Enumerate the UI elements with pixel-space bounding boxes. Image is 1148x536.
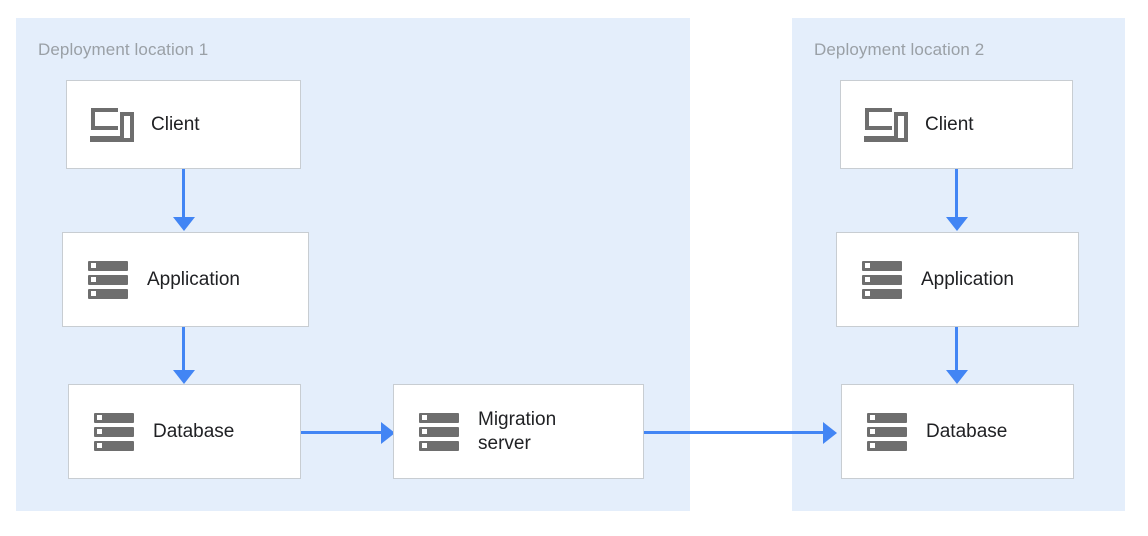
server-icon [864,411,910,453]
zone-label-deployment-location-1: Deployment location 1 [38,40,209,59]
arrow-client2-to-application2 [945,168,968,231]
arrowhead-right-icon [381,421,395,444]
node-database-1[interactable]: Database [68,384,301,479]
arrow-client1-to-application1 [172,168,195,231]
arrowhead-down-icon [172,370,195,384]
arrow-database1-to-migration-server [300,421,395,444]
arrowhead-down-icon [945,370,968,384]
arrow-migration-server-to-database2 [644,421,837,444]
node-database-2[interactable]: Database [841,384,1074,479]
node-client-2-label: Client [925,113,974,135]
server-icon [85,259,131,301]
node-client-1[interactable]: Client [66,80,301,169]
arrowhead-right-icon [823,421,837,444]
node-database-1-label: Database [153,420,235,442]
client-devices-icon [89,104,135,146]
server-icon [416,411,462,453]
arrow-application1-to-database1 [172,326,195,384]
node-application-1-label: Application [147,268,240,290]
node-application-2[interactable]: Application [836,232,1079,327]
node-client-1-label: Client [151,113,200,135]
node-application-2-label: Application [921,268,1014,290]
zone-label-deployment-location-2: Deployment location 2 [814,40,985,59]
server-icon [859,259,905,301]
arrowhead-down-icon [945,217,968,231]
node-database-2-label: Database [926,420,1008,442]
node-client-2[interactable]: Client [840,80,1073,169]
node-application-1[interactable]: Application [62,232,309,327]
client-devices-icon [863,104,909,146]
node-migration-server[interactable]: Migration server [393,384,644,479]
arrowhead-down-icon [172,217,195,231]
arrow-application2-to-database2 [945,326,968,384]
node-migration-server-label: Migration server [478,408,557,454]
server-icon [91,411,137,453]
